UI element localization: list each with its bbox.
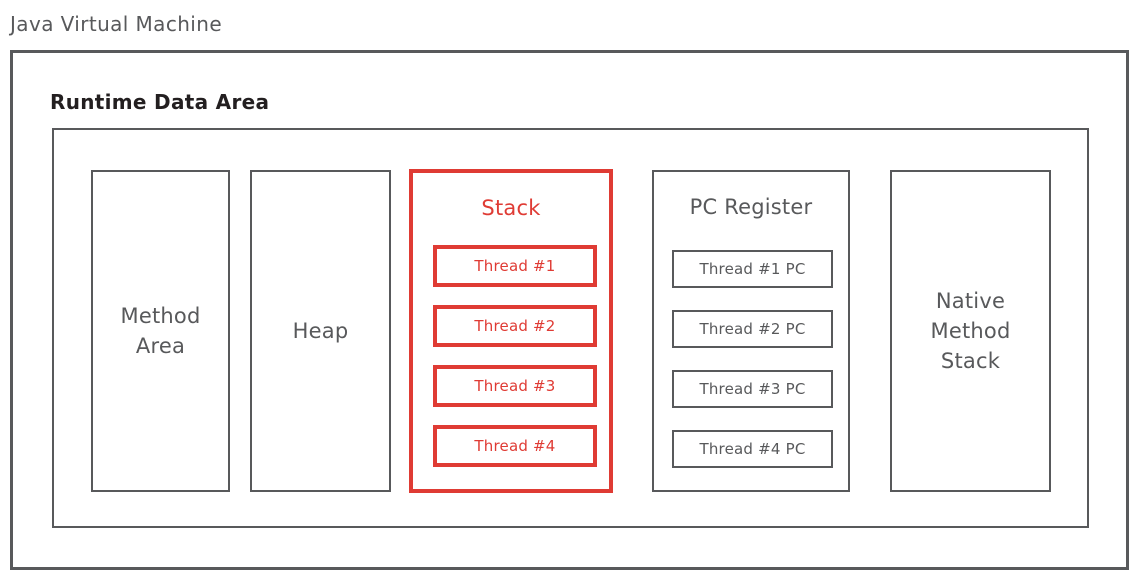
stack-thread-chip-2[interactable]: Thread #2: [433, 305, 597, 347]
label-line: Stack: [940, 349, 1001, 373]
region-pc-register-heading: PC Register: [689, 195, 813, 219]
pc-register-chip-3[interactable]: Thread #3 PC: [672, 370, 833, 408]
region-method-area-label: Method Area: [93, 301, 228, 361]
stack-thread-chip-4[interactable]: Thread #4: [433, 425, 597, 467]
label-line: Heap: [292, 319, 349, 343]
region-native-method-stack[interactable]: Native Method Stack: [890, 170, 1051, 492]
stack-thread-chip-3[interactable]: Thread #3: [433, 365, 597, 407]
pc-register-chip-4[interactable]: Thread #4 PC: [672, 430, 833, 468]
region-stack-heading: Stack: [481, 196, 541, 220]
label-line: Method: [930, 319, 1011, 343]
region-pc-register[interactable]: PC Register Thread #1 PC Thread #2 PC Th…: [652, 170, 850, 492]
pc-register-chip-1[interactable]: Thread #1 PC: [672, 250, 833, 288]
stack-thread-chip-1[interactable]: Thread #1: [433, 245, 597, 287]
label-line: Native: [935, 289, 1006, 313]
region-method-area[interactable]: Method Area: [91, 170, 230, 492]
runtime-data-area-title: Runtime Data Area: [50, 90, 270, 114]
label-line: Area: [135, 334, 186, 358]
label-line: Method: [120, 304, 201, 328]
region-heap-label: Heap: [252, 316, 389, 346]
region-native-method-stack-label: Native Method Stack: [892, 286, 1049, 376]
region-heap[interactable]: Heap: [250, 170, 391, 492]
region-stack[interactable]: Stack Thread #1 Thread #2 Thread #3 Thre…: [409, 169, 613, 493]
diagram-title: Java Virtual Machine: [10, 12, 223, 36]
pc-register-chip-2[interactable]: Thread #2 PC: [672, 310, 833, 348]
